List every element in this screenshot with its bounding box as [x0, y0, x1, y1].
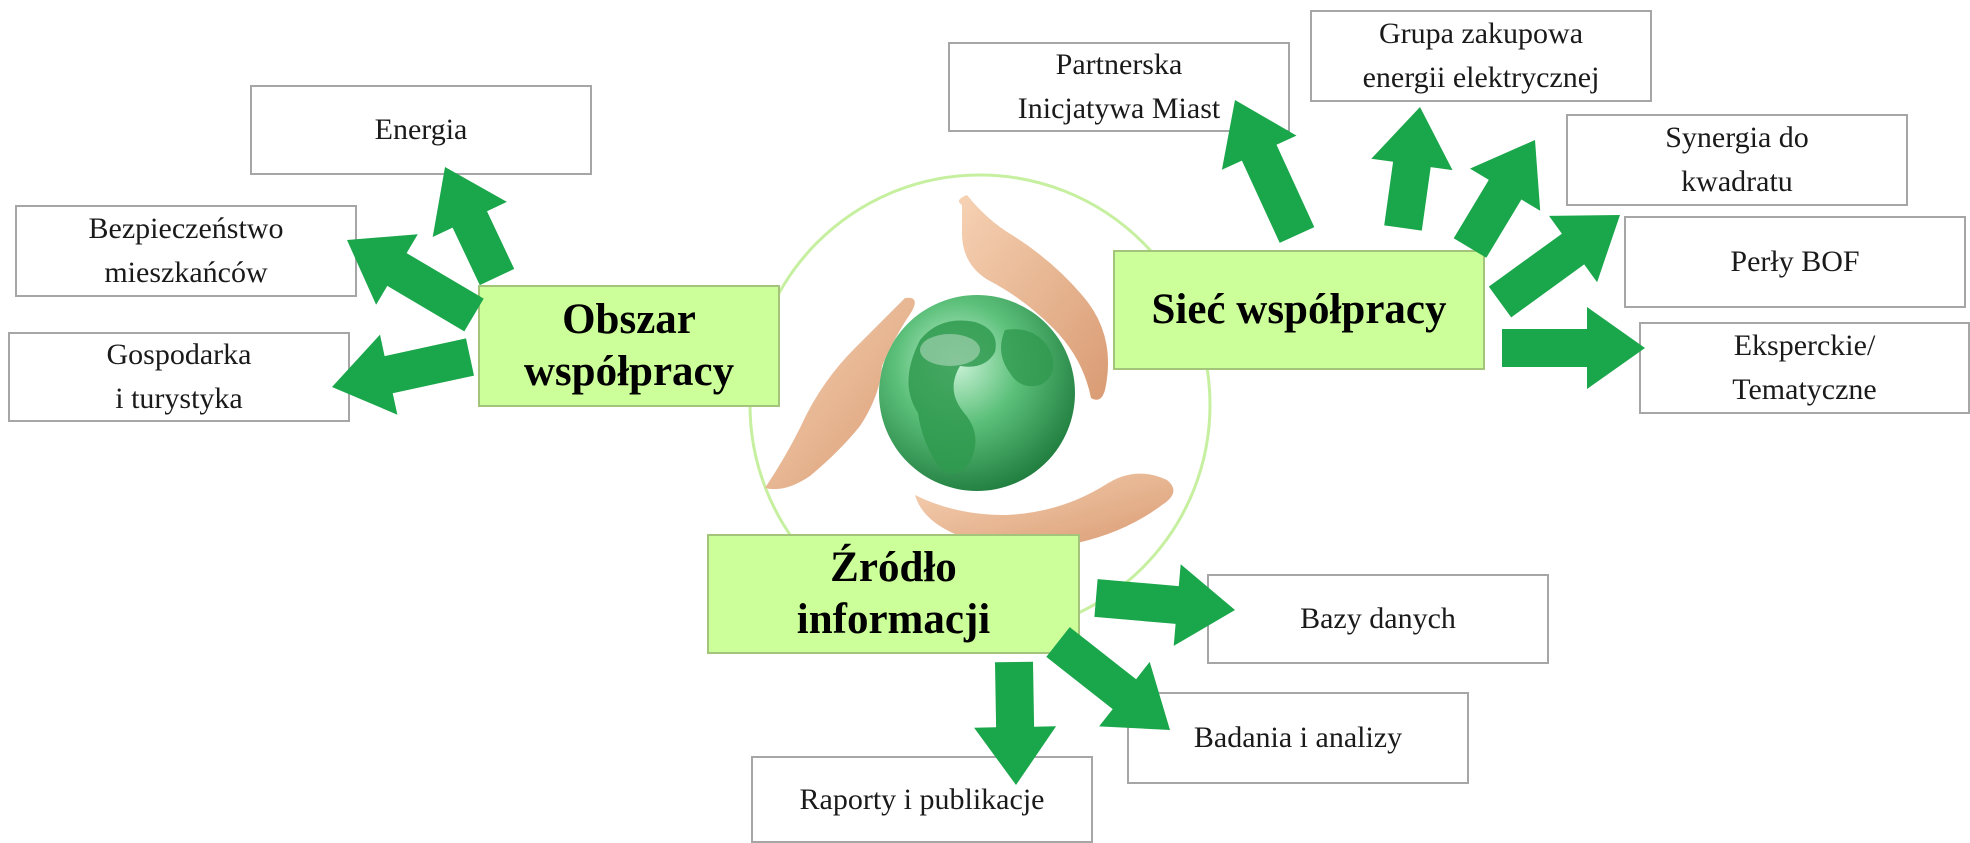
- hub-obszar-wspolpracy: Obszar współpracy: [478, 285, 780, 407]
- box-bezpieczenstwo-mieszkancow: Bezpieczeństwo mieszkańców: [15, 205, 357, 297]
- box-gospodarka-i-turystyka: Gospodarka i turystyka: [8, 332, 350, 422]
- box-partnerska-inicjatywa-miast: Partnerska Inicjatywa Miast: [948, 42, 1290, 132]
- hand-top: [958, 195, 1109, 400]
- box-raporty-i-publikacje: Raporty i publikacje: [751, 756, 1093, 843]
- hand-left: [765, 297, 915, 490]
- box-bazy-danych: Bazy danych: [1207, 574, 1549, 664]
- hand-bottom: [915, 473, 1174, 549]
- box-badania-i-analizy: Badania i analizy: [1127, 692, 1469, 784]
- box-perly-bof: Perły BOF: [1624, 216, 1966, 308]
- box-energia: Energia: [250, 85, 592, 175]
- hub-siec-wspolpracy: Sieć współpracy: [1113, 250, 1485, 370]
- hub-zrodlo-informacji: Źródło informacji: [707, 534, 1080, 654]
- box-grupa-zakupowa: Grupa zakupowa energii elektrycznej: [1310, 10, 1652, 102]
- box-synergia-do-kwadratu: Synergia do kwadratu: [1566, 114, 1908, 206]
- box-eksperckie-tematyczne: Eksperckie/ Tematyczne: [1639, 322, 1970, 414]
